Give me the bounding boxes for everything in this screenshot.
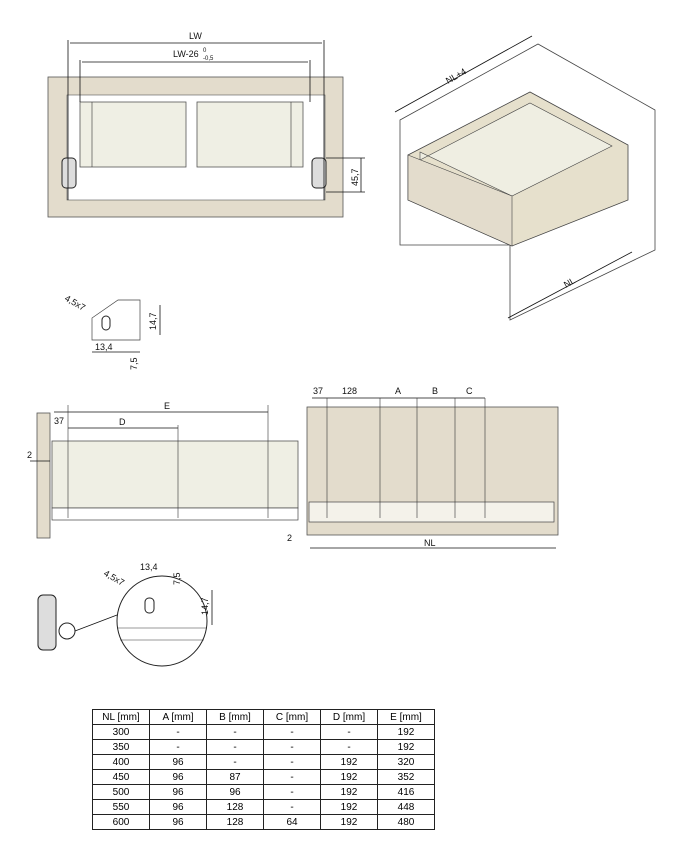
- table-cell: 192: [377, 739, 435, 755]
- table-cell: 192: [320, 814, 378, 830]
- col-nl: NL [mm]: [92, 709, 150, 725]
- table-row: 300----192: [92, 724, 435, 740]
- table-cell: 450: [92, 769, 150, 785]
- dim-offset-y: 7,5: [129, 357, 139, 370]
- table-cell: 352: [377, 769, 435, 785]
- dim-circle-offset-y: 7,5: [172, 572, 182, 585]
- table-cell: 87: [206, 769, 264, 785]
- table-cell: 500: [92, 784, 150, 800]
- table-cell: -: [149, 724, 207, 740]
- col-c: C [mm]: [263, 709, 321, 725]
- dim-slot: 4,5x7: [63, 293, 87, 313]
- table-cell: 96: [206, 784, 264, 800]
- hole-detail: 4,5x7 14,7 13,4 7,5: [63, 293, 161, 370]
- dim-a: A: [395, 386, 401, 396]
- drawer-side-view: 37 E D 2: [27, 401, 299, 539]
- table-cell: -: [263, 799, 321, 815]
- table-cell: 480: [377, 814, 435, 830]
- table-cell: -: [263, 754, 321, 770]
- runner-left-icon: [61, 157, 77, 189]
- dim-circle-height: 14,7: [200, 597, 210, 615]
- table-cell: 96: [149, 769, 207, 785]
- table-cell: 96: [149, 814, 207, 830]
- table-cell: 416: [377, 784, 435, 800]
- table-cell: -: [263, 724, 321, 740]
- table-cell: 600: [92, 814, 150, 830]
- table-cell: 192: [320, 754, 378, 770]
- table-cell: 96: [149, 799, 207, 815]
- table-row: 350----192: [92, 739, 435, 755]
- dim-37-cabinet: 37: [313, 386, 323, 396]
- dim-circle-slot: 4,5x7: [102, 568, 126, 588]
- dim-offset-x: 13,4: [95, 342, 113, 352]
- col-b: B [mm]: [206, 709, 264, 725]
- iso-view: NL+4 NL: [394, 35, 656, 321]
- dim-128: 128: [342, 386, 357, 396]
- table-cell: -: [206, 754, 264, 770]
- table-cell: 192: [320, 799, 378, 815]
- dim-37-drawer: 37: [54, 416, 64, 426]
- table-cell: -: [320, 724, 378, 740]
- dim-hole-height: 14,7: [148, 312, 158, 330]
- table-cell: 300: [92, 724, 150, 740]
- col-a: A [mm]: [149, 709, 207, 725]
- table-cell: -: [206, 739, 264, 755]
- dim-b: B: [432, 386, 438, 396]
- dim-d: D: [119, 417, 126, 427]
- cabinet-side-view: 37 128 A B C 2 NL: [287, 386, 559, 549]
- table-cell: -: [263, 769, 321, 785]
- table-cell: 96: [149, 754, 207, 770]
- dim-c: C: [466, 386, 473, 396]
- runner-right-icon: [311, 157, 327, 189]
- col-d: D [mm]: [320, 709, 378, 725]
- dim-height: 45,7: [350, 168, 360, 186]
- dim-lw: LW: [189, 31, 202, 41]
- table-cell: 400: [92, 754, 150, 770]
- table-cell: -: [320, 739, 378, 755]
- dim-lw-inner: LW-26: [173, 49, 199, 59]
- table-cell: 128: [206, 799, 264, 815]
- tol-lower: -0,5: [203, 56, 214, 62]
- table-header-row: NL [mm] A [mm] B [mm] C [mm] D [mm] E [m…: [92, 709, 435, 725]
- table-cell: -: [263, 739, 321, 755]
- dim-nl-cabinet: NL: [424, 538, 436, 548]
- dim-gap-cabinet: 2: [287, 533, 292, 543]
- dim-e: E: [164, 401, 170, 411]
- table-cell: 320: [377, 754, 435, 770]
- dim-circle-offset-x: 13,4: [140, 562, 158, 572]
- table-cell: 192: [320, 784, 378, 800]
- table-cell: -: [263, 784, 321, 800]
- dim-gap-drawer: 2: [27, 450, 32, 460]
- table-cell: 96: [149, 784, 207, 800]
- front-view: LW LW-26 0 -0,5 45,7: [47, 31, 365, 218]
- table-cell: 448: [377, 799, 435, 815]
- table-cell: 550: [92, 799, 150, 815]
- dim-nl-plus-4: NL+4: [444, 66, 468, 86]
- table-cell: 128: [206, 814, 264, 830]
- dimension-table: NL [mm] A [mm] B [mm] C [mm] D [mm] E [m…: [92, 709, 435, 830]
- circle-detail: 13,4 7,5 4,5x7 14,7: [37, 562, 213, 667]
- table-cell: -: [206, 724, 264, 740]
- table-cell: 192: [377, 724, 435, 740]
- col-e: E [mm]: [377, 709, 435, 725]
- tol-upper: 0: [203, 48, 207, 54]
- table-cell: 350: [92, 739, 150, 755]
- table-cell: 192: [320, 769, 378, 785]
- table-cell: -: [149, 739, 207, 755]
- table-cell: 64: [263, 814, 321, 830]
- dim-nl-iso: NL: [562, 275, 577, 289]
